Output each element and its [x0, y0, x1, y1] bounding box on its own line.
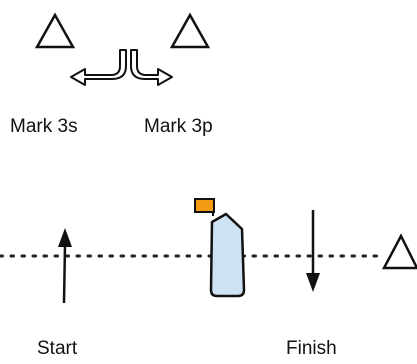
arrow-up-icon [58, 228, 72, 247]
pin-end-triangle-icon [381, 233, 417, 270]
orange-flag-icon [194, 198, 215, 213]
start-arrow-shaft [62, 244, 67, 304]
committee-boat-icon [209, 212, 246, 298]
finish-label: Finish [286, 338, 337, 359]
mark-3p-label: Mark 3p [144, 116, 213, 137]
rounding-arrow-right-icon [130, 49, 173, 86]
start-label: Start [37, 338, 78, 359]
rounding-arrow-left-icon [70, 49, 127, 86]
mark-3s-label: Mark 3s [10, 116, 78, 137]
mark-3p-triangle-icon [169, 12, 211, 49]
mark-3s-triangle-icon [34, 12, 76, 49]
arrow-down-icon [306, 273, 320, 292]
